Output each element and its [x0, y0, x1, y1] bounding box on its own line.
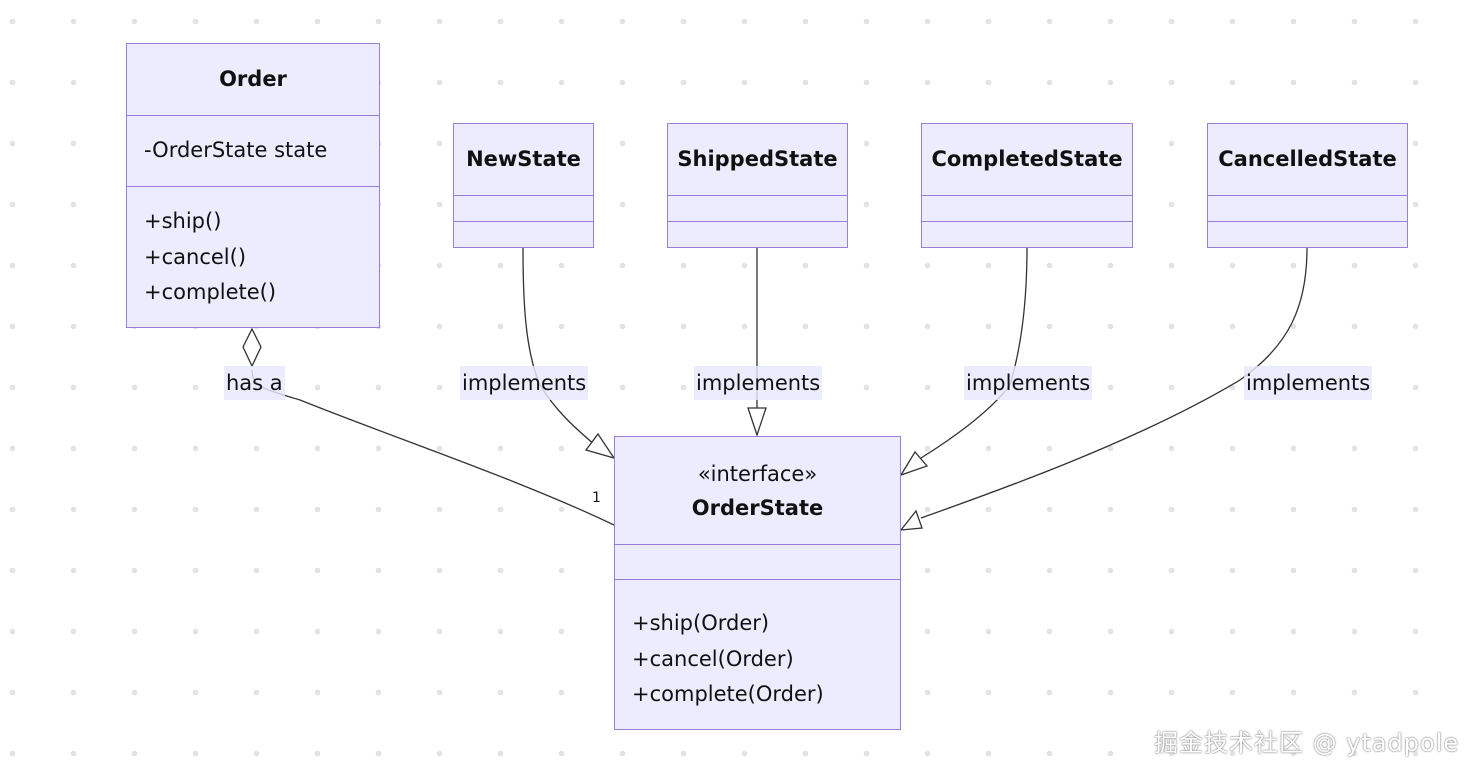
- class-shippedstate-name: ShippedState: [677, 147, 838, 171]
- arrowhead-newstate-icon: [584, 432, 616, 460]
- class-orderstate[interactable]: «interface» OrderState +ship(Order) +can…: [614, 436, 901, 730]
- edge-impl-newstate: [522, 247, 596, 446]
- label-implements-shippedstate: implements: [694, 366, 823, 400]
- class-order-methods: +ship() +cancel() +complete(): [127, 186, 379, 311]
- label-implements-newstate: implements: [460, 366, 589, 400]
- class-orderstate-method: +ship(Order): [632, 611, 770, 635]
- class-cancelledstate-methods: [1208, 221, 1407, 247]
- class-orderstate-methods: +ship(Order) +cancel(Order) +complete(Or…: [615, 579, 900, 713]
- class-shippedstate-attributes: [668, 195, 847, 221]
- class-orderstate-stereotype: «interface»: [697, 462, 818, 486]
- class-cancelledstate-name: CancelledState: [1218, 147, 1397, 171]
- class-cancelledstate[interactable]: CancelledState: [1207, 123, 1408, 248]
- edge-impl-cancelledstate: [920, 247, 1308, 519]
- class-completedstate-name: CompletedState: [931, 147, 1123, 171]
- class-orderstate-method: +cancel(Order): [632, 646, 794, 671]
- class-orderstate-header: «interface» OrderState: [615, 437, 900, 544]
- arrowhead-shippedstate-icon: [747, 407, 767, 438]
- class-order-method: +complete(): [144, 280, 277, 304]
- class-shippedstate-methods: [668, 221, 847, 247]
- label-implements-completedstate: implements: [964, 366, 1093, 400]
- class-newstate-attributes: [454, 195, 593, 221]
- class-order[interactable]: Order -OrderState state +ship() +cancel(…: [126, 43, 380, 328]
- class-completedstate-attributes: [922, 195, 1132, 221]
- class-order-attributes: -OrderState state: [127, 115, 379, 186]
- edge-impl-completedstate: [920, 247, 1028, 459]
- arrowhead-cancelledstate-icon: [899, 509, 923, 531]
- arrowhead-completedstate-icon: [899, 450, 929, 477]
- class-orderstate-method: +complete(Order): [632, 682, 824, 706]
- class-newstate-methods: [454, 221, 593, 247]
- class-order-method: +cancel(): [144, 244, 247, 269]
- multiplicity-label: 1: [592, 490, 601, 506]
- watermark: 掘金技术社区 @ ytadpole: [1154, 729, 1460, 757]
- class-order-name: Order: [219, 67, 287, 91]
- class-cancelledstate-attributes: [1208, 195, 1407, 221]
- label-has-a: has a: [224, 366, 285, 400]
- class-order-attribute: -OrderState state: [144, 138, 328, 162]
- label-implements-cancelledstate: implements: [1244, 366, 1373, 400]
- class-newstate-name: NewState: [466, 147, 581, 171]
- class-completedstate-methods: [922, 221, 1132, 247]
- class-shippedstate[interactable]: ShippedState: [667, 123, 848, 248]
- class-orderstate-name: OrderState: [691, 496, 824, 520]
- class-completedstate[interactable]: CompletedState: [921, 123, 1133, 248]
- class-newstate[interactable]: NewState: [453, 123, 594, 248]
- class-order-method: +ship(): [144, 209, 222, 233]
- class-orderstate-attributes: [615, 544, 900, 579]
- aggregation-diamond-icon: [242, 327, 262, 368]
